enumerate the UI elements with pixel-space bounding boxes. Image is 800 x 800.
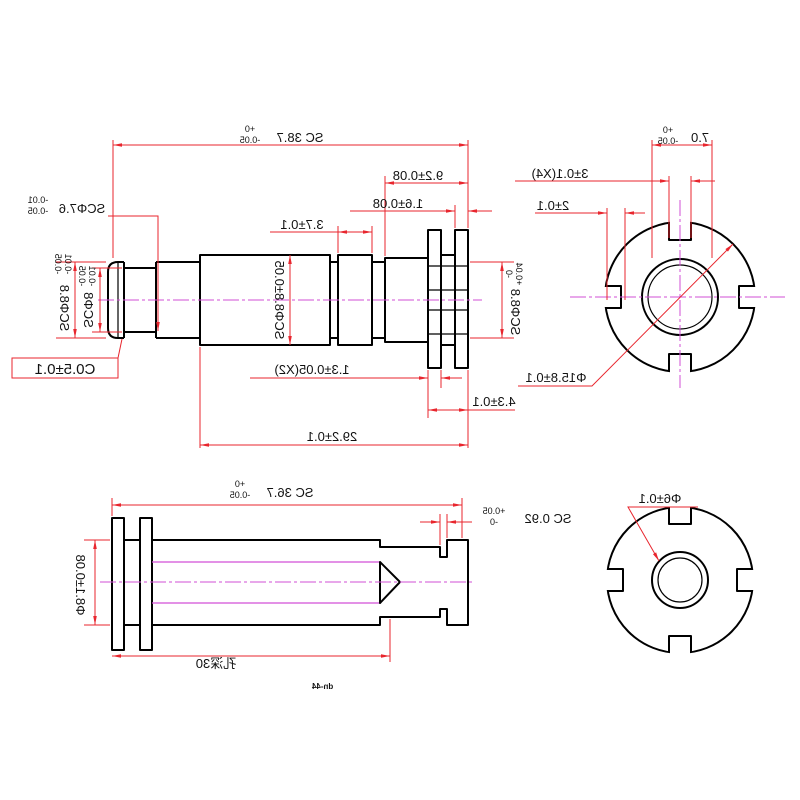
dim-groove-diameter	[108, 215, 160, 331]
drawing-caption: dn-44	[311, 682, 333, 691]
flange-gap	[441, 254, 455, 346]
section-end-slot-left	[607, 568, 624, 592]
section-overall-length-label: SC 36.7	[267, 485, 314, 500]
ext-line	[56, 261, 106, 339]
groove-diameter-upper-tol: -0.01	[28, 195, 49, 205]
flange-thickness-label: 1.6±0.08	[373, 196, 424, 211]
flange-slot-lines	[428, 265, 468, 335]
neck-diameter-label: SCΦ8	[81, 292, 96, 328]
bore-depth-label: 孔深30	[196, 656, 236, 671]
chamfer-leader	[117, 338, 123, 359]
slot-mask-left	[604, 570, 614, 590]
section-overall-length-lower-tol: -0.05	[230, 490, 251, 500]
section-view-dimensions	[84, 498, 472, 662]
flange-1	[427, 229, 442, 369]
groove-diameter-lower-tol: -0.05	[28, 206, 49, 216]
section-body	[152, 539, 469, 626]
step-length-label: SC 0.92	[525, 511, 572, 526]
slot-depth-label: 2±0.1	[537, 198, 569, 213]
slot-mask-bottom	[670, 646, 690, 656]
section-end-hole-inner	[657, 557, 703, 603]
section-end-view: Φ6±0.1	[604, 491, 756, 656]
section-flange-1	[111, 517, 125, 651]
end-view-dimensions	[515, 140, 734, 387]
hole-diameter-label: Φ6±0.1	[639, 491, 682, 506]
section-end-hole-outer	[651, 551, 709, 609]
chamfer-label: C0.5±0.1	[35, 361, 96, 378]
ext-line	[92, 267, 122, 333]
collar-width-label: 3.7±0.1	[280, 217, 323, 232]
flange-span-label: 9.2±0.08	[393, 168, 444, 183]
ext-line	[111, 498, 463, 538]
ext-line	[337, 226, 373, 253]
ext-line	[112, 140, 469, 258]
outer-diameter-label: Φ15.8±0.1	[526, 370, 587, 385]
section-end-slot-top	[668, 507, 692, 525]
end-view: 7.0 +0 -0.05 3±0.1(X4) 2±0.1 Φ15.8±0.1	[515, 125, 785, 388]
end-view-labels: 7.0 +0 -0.05 3±0.1(X4) 2±0.1 Φ15.8±0.1	[526, 125, 709, 385]
side-view-dimensions	[11, 140, 515, 448]
side-view-labels: SC 38.7 +0 -0.05 9.2±0.08 1.6±0.08 3.7±0…	[28, 124, 524, 444]
section-end-slot-bottom	[668, 635, 692, 653]
ext-line	[606, 208, 626, 300]
flange-pair-label: 4.3±0.1	[472, 394, 515, 409]
slot-mask-top	[670, 504, 690, 514]
end-diameter-upper-tol: -0.01	[63, 254, 73, 275]
neck-diameter-label-group: SCΦ8 -0.01 -0.05	[77, 266, 97, 328]
slot-width-label: 3±0.1(X4)	[532, 166, 589, 181]
collar-diameter-label: SCΦ8.8	[508, 289, 523, 336]
flange-width-label: 1.3±0.05(X2)	[274, 362, 349, 377]
slot-span-lower-tol: -0.05	[658, 136, 679, 146]
section-view-labels: SC 36.7 +0 -0.05 SC 0.92 +0.05 -0 Φ8.1±0…	[73, 479, 571, 671]
ext-line	[439, 514, 448, 545]
leader-outer-diameter	[518, 243, 734, 387]
slot-span-upper-tol: +0	[663, 125, 673, 135]
neck-diameter-lower-tol: -0.05	[77, 266, 87, 287]
leader-hole-diameter	[627, 506, 698, 562]
end-diameter-label: SCΦ8.8	[57, 285, 72, 332]
side-view: SC 38.7 +0 -0.05 9.2±0.08 1.6±0.08 3.7±0…	[11, 124, 524, 448]
collar-diameter-lower-tol: -0	[504, 270, 514, 278]
neck	[330, 261, 338, 339]
body-length-label: 29.2±0.1	[307, 429, 358, 444]
neck-diameter-upper-tol: -0.01	[87, 266, 97, 287]
overall-length-upper-tol: +0	[245, 124, 255, 134]
section-flange-2	[139, 517, 153, 651]
bore-lines	[152, 561, 380, 604]
bore-diameter-label-group: Φ8.1±0.08	[73, 555, 88, 616]
side-view-outline	[107, 229, 469, 369]
section-end-slot-right	[736, 568, 753, 592]
collar-diameter-upper-tol: +0.04	[514, 263, 524, 286]
slot-span-label: 7.0	[691, 130, 709, 145]
overall-length-label: SC 38.7	[277, 130, 324, 145]
section-end-outer-circle	[606, 506, 754, 654]
groove	[123, 262, 157, 338]
end-diameter-lower-tol: -0.05	[53, 254, 63, 275]
body-diameter-label: SCΦ8.8±0.05	[272, 261, 287, 340]
overall-length-lower-tol: -0.05	[240, 135, 261, 145]
ext-line	[470, 261, 514, 339]
shaft	[156, 261, 200, 339]
body-diameter-label-group: SCΦ8.8±0.05	[272, 261, 287, 340]
chamfer-callout-box	[11, 357, 119, 379]
bore-diameter-label: Φ8.1±0.08	[73, 555, 88, 616]
slot-mask-top	[670, 219, 690, 229]
section-flange-gap	[124, 539, 140, 626]
step-length-lower-tol: -0	[490, 517, 498, 527]
slot-mask-right	[746, 570, 756, 590]
neck-2	[372, 261, 385, 339]
ext-line	[651, 140, 713, 258]
ext-line	[84, 539, 110, 626]
end-diameter-label-group: SCΦ8.8 -0.01 -0.05	[53, 254, 73, 332]
flange-2	[454, 229, 469, 369]
groove-diameter-label: SCΦ7.6	[59, 201, 106, 216]
ext-line	[668, 176, 692, 238]
step-length-upper-tol: +0.05	[483, 506, 506, 516]
section-overall-length-upper-tol: +0	[235, 479, 245, 489]
collar-diameter-label-group: SCΦ8.8 +0.04 -0	[504, 263, 524, 336]
section-view: SC 36.7 +0 -0.05 SC 0.92 +0.05 -0 Φ8.1±0…	[73, 479, 571, 671]
